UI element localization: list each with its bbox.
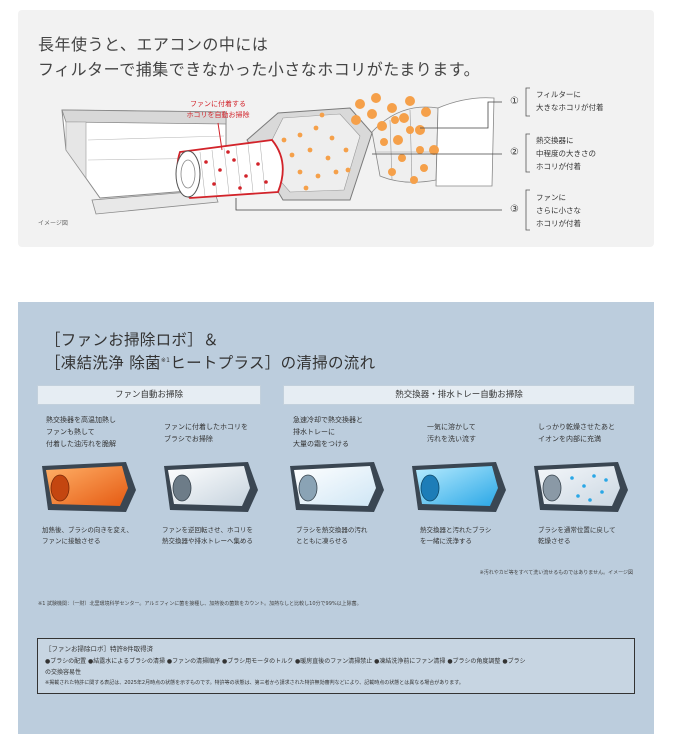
step-1-note-line: ファンに接触させる: [42, 537, 101, 545]
callout-3-line: さらに小さな: [536, 206, 581, 215]
step-4-note-line: を一緒に洗浄する: [420, 537, 472, 545]
step-2-note-line: ファンを逆回転させ、ホコリを: [162, 526, 253, 534]
callout-lines: [235, 101, 502, 211]
step-1-note: 加熱後、ブラシの向きを変え、 ファンに接触させる: [42, 525, 133, 547]
step-5-line: イオンを内部に充満: [538, 435, 601, 443]
fan-callout-line1: ファンに付着する: [190, 100, 246, 108]
section-header-fan: ファン自動お掃除: [37, 385, 261, 405]
step-2-note: ファンを逆回転させ、ホコリを 熱交換器や排水トレーへ集める: [162, 525, 253, 547]
aircon-cutaway-illustration: [61, 87, 530, 231]
step-3-line: 急速冷却で熱交換器と: [293, 416, 363, 424]
step-1-line: 付着した油汚れを脆解: [46, 440, 116, 448]
step-2-note-line: 熱交換器や排水トレーへ集める: [162, 537, 253, 545]
step-illustrations: [42, 462, 628, 512]
fan-callout-line2: ホコリを自動お掃除: [186, 111, 250, 119]
callout-1-line: フィルターに: [536, 90, 581, 99]
flow-title-line1: ［ファンお掃除ロボ］＆: [45, 331, 219, 349]
step-3-note-line: とともに凍らせる: [296, 537, 348, 545]
callout-3-line: ホコリが付着: [536, 219, 581, 228]
image-disclaimer: ※汚れやカビ等をすべて洗い流せるものではありません。イメージ図: [479, 570, 633, 576]
step-2-illustration: [164, 462, 258, 512]
callout-3-line: ファンに: [536, 193, 566, 202]
step-4-line: 汚れを洗い流す: [427, 435, 476, 443]
step-4-note: 熱交換器と汚れたブラシ を一緒に洗浄する: [420, 525, 491, 547]
step-5-note: ブラシを通常位置に戻して 乾燥させる: [538, 525, 616, 547]
callout-text-1: フィルターに 大きなホコリが付着: [536, 88, 604, 114]
callout-text-2: 熱交換器に 中程度の大きさの ホコリが付着: [536, 134, 596, 173]
step-2-line: ファンに付着したホコリを: [164, 423, 248, 431]
fan-callout: ファンに付着する ホコリを自動お掃除: [176, 99, 260, 121]
section-header-heat-exchanger: 熱交換器・排水トレー自動お掃除: [283, 385, 635, 405]
step-2-description: ファンに付着したホコリを ブラシでお掃除: [164, 421, 248, 445]
step-3-illustration: [290, 462, 384, 512]
step-4-description: 一気に溶かして 汚れを洗い流す: [427, 421, 476, 445]
step-4-line: 一気に溶かして: [427, 423, 476, 431]
callout-number-3: ③: [510, 204, 519, 215]
step-3-note: ブラシを熱交換器の汚れ とともに凍らせる: [296, 525, 367, 547]
flow-title-part-b: ヒートプラス］の清掃の流れ: [170, 354, 376, 372]
callout-2-line: ホコリが付着: [536, 162, 581, 171]
flow-title-line2: ［凍結洗浄 除菌※1ヒートプラス］の清掃の流れ: [45, 351, 375, 373]
patent-title: ［ファンお掃除ロボ］特許8件取得済: [45, 645, 154, 653]
top-title-line2: フィルターで捕集できなかった小さなホコリがたまります。: [38, 60, 481, 79]
flow-title-part-a: ［凍結洗浄 除菌: [45, 354, 161, 372]
test-footnote: ※1 試験機関：（一財）北里環境科学センター。アルミフィンに菌を接種し、加熱後の…: [38, 601, 362, 607]
callout-2-line: 熱交換器に: [536, 136, 574, 145]
step-5-note-line: 乾燥させる: [538, 537, 571, 545]
callout-brackets: [525, 87, 530, 231]
patent-list-line1: ●ブラシの配置 ●結露水によるブラシの清掃 ●ファンの清掃順序 ●ブラシ用モータ…: [45, 658, 526, 665]
step-3-line: 排水トレーに: [293, 428, 335, 436]
step-5-description: しっかり乾燥させたあと イオンを内部に充満: [538, 421, 615, 445]
step-3-note-line: ブラシを熱交換器の汚れ: [296, 526, 368, 534]
callout-number-2: ②: [510, 147, 519, 158]
patent-note: ※掲載された特許に関する表記は、2025年2月時点の状態を示すものです。特許等の…: [45, 680, 464, 686]
step-1-line: 熱交換器を高温加熱し: [46, 416, 116, 424]
step-3-description: 急速冷却で熱交換器と 排水トレーに 大量の霜をつける: [293, 414, 363, 450]
fan-cylinder: [175, 122, 284, 199]
step-5-line: しっかり乾燥させたあと: [538, 423, 615, 431]
step-1-note-line: 加熱後、ブラシの向きを変え、: [42, 526, 133, 534]
step-1-line: ファンも熱して: [46, 428, 95, 436]
patent-list-line2: の交換容易性: [45, 669, 82, 676]
image-note: イメージ図: [38, 220, 68, 227]
step-5-illustration: [534, 462, 628, 512]
step-4-illustration: [412, 462, 506, 512]
step-3-line: 大量の霜をつける: [293, 440, 349, 448]
top-title-line1: 長年使うと、エアコンの中には: [38, 35, 269, 54]
callout-number-1: ①: [510, 96, 519, 107]
callout-1-line: 大きなホコリが付着: [536, 103, 604, 112]
callout-2-line: 中程度の大きさの: [536, 149, 596, 158]
callout-text-3: ファンに さらに小さな ホコリが付着: [536, 191, 581, 230]
step-5-note-line: ブラシを通常位置に戻して: [538, 526, 616, 534]
patent-box: [37, 638, 635, 694]
step-2-line: ブラシでお掃除: [164, 435, 213, 443]
front-cover: [351, 93, 495, 187]
step-1-illustration: [42, 462, 136, 512]
step-4-note-line: 熱交換器と汚れたブラシ: [420, 526, 492, 534]
step-1-description: 熱交換器を高温加熱し ファンも熱して 付着した油汚れを脆解: [46, 414, 116, 450]
flow-title-footnote-mark: ※1: [160, 356, 171, 364]
